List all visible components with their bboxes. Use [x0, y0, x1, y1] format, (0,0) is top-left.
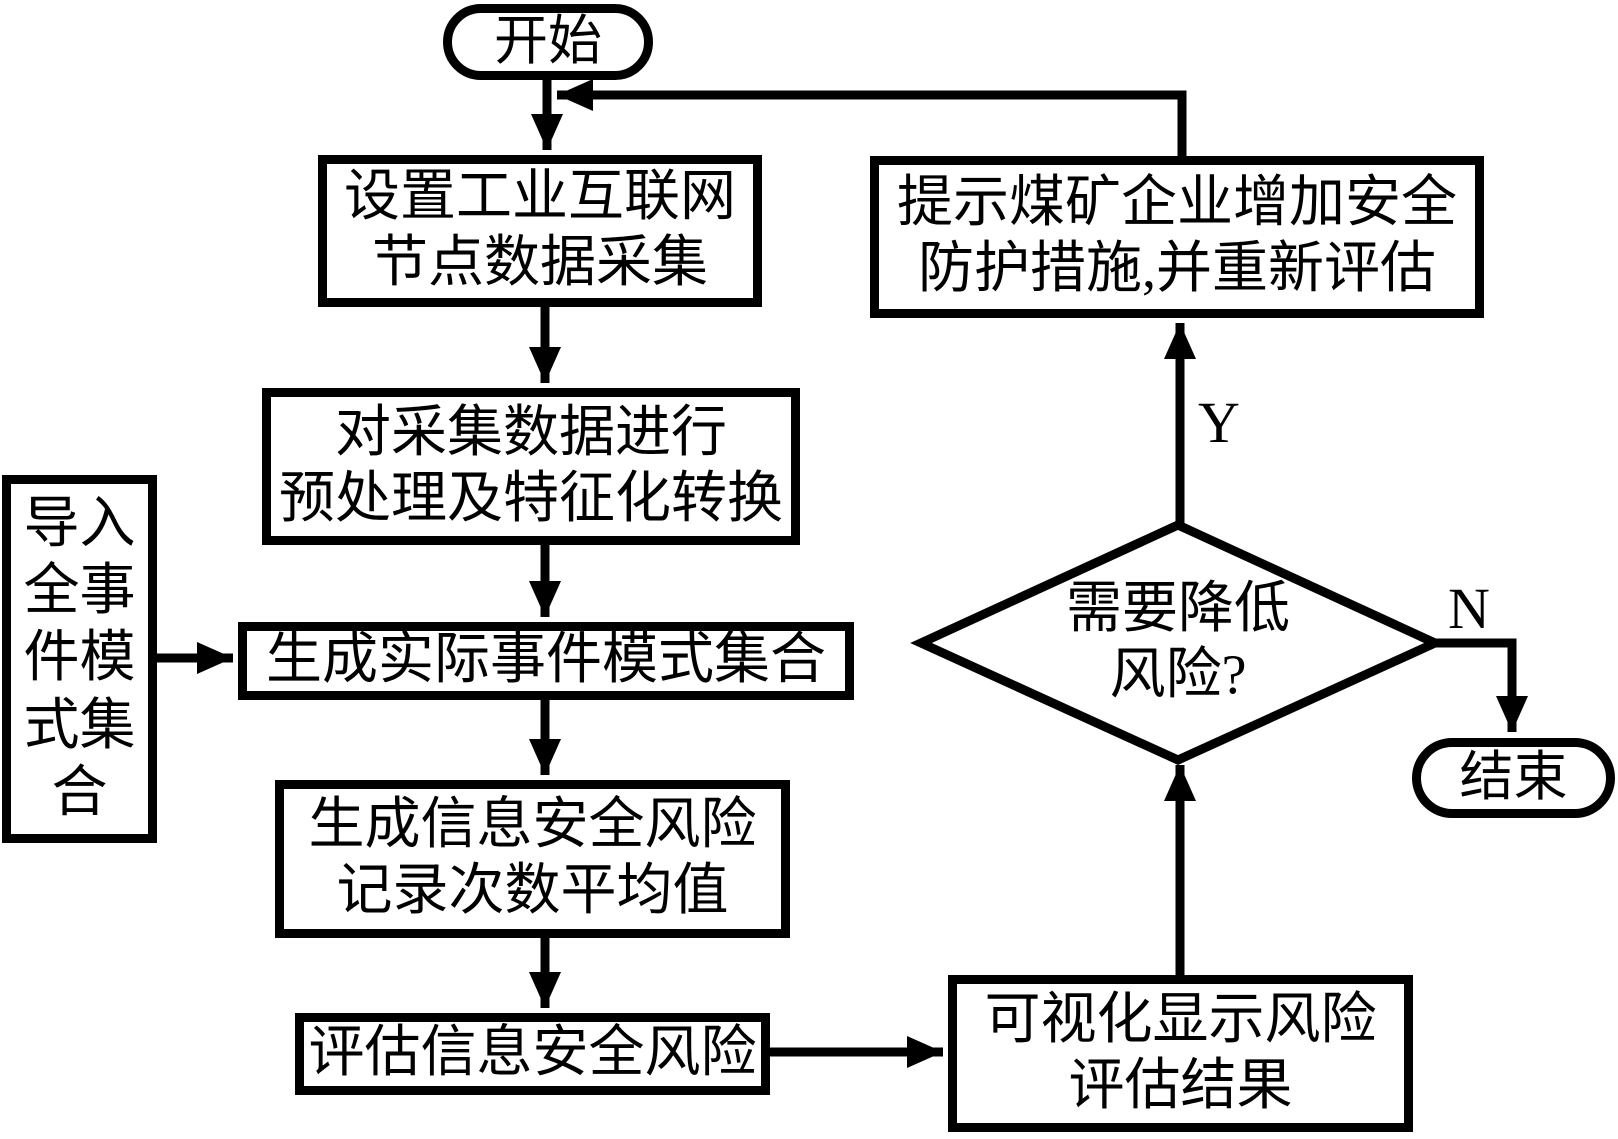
decision-diamond-shape	[910, 520, 1446, 765]
edge-label-yes: Y	[1198, 390, 1240, 455]
node-assess-risk-label: 评估信息安全风险	[308, 1022, 757, 1085]
node-generate-patterns-label: 生成实际事件模式集合	[266, 629, 826, 692]
node-remind-label: 提示煤矿企业增加安全 防护措施,并重新评估	[897, 172, 1457, 300]
node-risk-average-label: 生成信息安全风险 记录次数平均值	[308, 794, 757, 922]
node-import-patterns: 导入全事件模式集合	[2, 475, 157, 843]
node-end-label: 结束	[1459, 747, 1568, 808]
node-start-label: 开始	[494, 11, 602, 72]
node-start: 开始	[443, 4, 653, 80]
node-assess-risk: 评估信息安全风险	[295, 1013, 770, 1095]
node-decision: 需要降低 风险?	[978, 578, 1378, 708]
node-preprocess: 对采集数据进行 预处理及特征化转换	[262, 388, 800, 545]
node-risk-average: 生成信息安全风险 记录次数平均值	[275, 780, 790, 938]
node-import-patterns-label: 导入全事件模式集合	[23, 493, 136, 824]
arrow-remind-loop-to-start	[557, 79, 1187, 160]
node-setup-collection: 设置工业互联网 节点数据采集	[318, 155, 762, 307]
node-setup-collection-label: 设置工业互联网 节点数据采集	[344, 166, 736, 294]
edge-label-no: N	[1448, 576, 1490, 641]
node-end: 结束	[1412, 738, 1615, 818]
node-preprocess-label: 对采集数据进行 预处理及特征化转换	[279, 401, 783, 530]
node-visualize: 可视化显示风险 评估结果	[948, 975, 1413, 1132]
node-decision-label: 需要降低 风险?	[1066, 578, 1290, 706]
arrow-decision-no-to-end	[1433, 638, 1528, 732]
node-visualize-label: 可视化显示风险 评估结果	[984, 988, 1377, 1117]
node-remind: 提示煤矿企业增加安全 防护措施,并重新评估	[870, 156, 1484, 318]
node-generate-patterns: 生成实际事件模式集合	[238, 622, 854, 700]
